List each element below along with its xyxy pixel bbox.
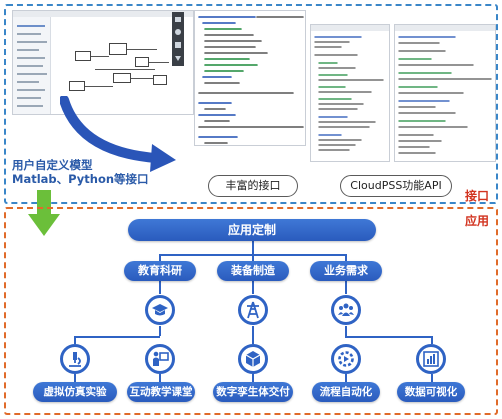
process-automation-pill: 流程自动化 (312, 382, 380, 402)
bar-chart-icon (416, 344, 446, 374)
education-research-pill: 教育科研 (124, 261, 196, 281)
green-down-arrow-icon (28, 190, 60, 236)
digital-twin-delivery-pill: 数字孪生体交付 (213, 382, 293, 402)
custom-model-caption: 用户自定义模型 (12, 158, 93, 172)
interface-frame (4, 4, 498, 204)
application-tag: 应用 (465, 214, 490, 228)
app-customization-pill: 应用定制 (128, 219, 376, 241)
graduation-cap-icon (145, 295, 175, 325)
people-group-icon (331, 295, 361, 325)
cloudpss-api-box: CloudPSS功能API (340, 175, 452, 197)
interface-tag: 接口 (465, 189, 490, 203)
cube-icon (238, 344, 268, 374)
api-function-screenshot (394, 24, 496, 162)
equipment-manufacturing-pill: 装备制造 (217, 261, 289, 281)
data-visualization-pill: 数据可视化 (397, 382, 465, 402)
tower-icon (238, 295, 268, 325)
gear-flow-icon (331, 344, 361, 374)
application-frame (4, 207, 498, 415)
virtual-simulation-pill: 虚拟仿真实验 (33, 382, 117, 402)
matlab-python-caption: Matlab、Python等接口 (12, 172, 149, 186)
model-editor-screenshot (12, 10, 194, 115)
business-needs-pill: 业务需求 (310, 261, 382, 281)
api-editor-screenshot (310, 24, 390, 162)
editor-toolbar (172, 12, 184, 66)
microscope-icon (60, 344, 90, 374)
code-editor-screenshot (194, 10, 306, 146)
curved-arrow-icon (60, 96, 176, 172)
presentation-icon (145, 344, 175, 374)
rich-interfaces-box: 丰富的接口 (208, 175, 298, 197)
interactive-classroom-pill: 互动教学课堂 (127, 382, 195, 402)
